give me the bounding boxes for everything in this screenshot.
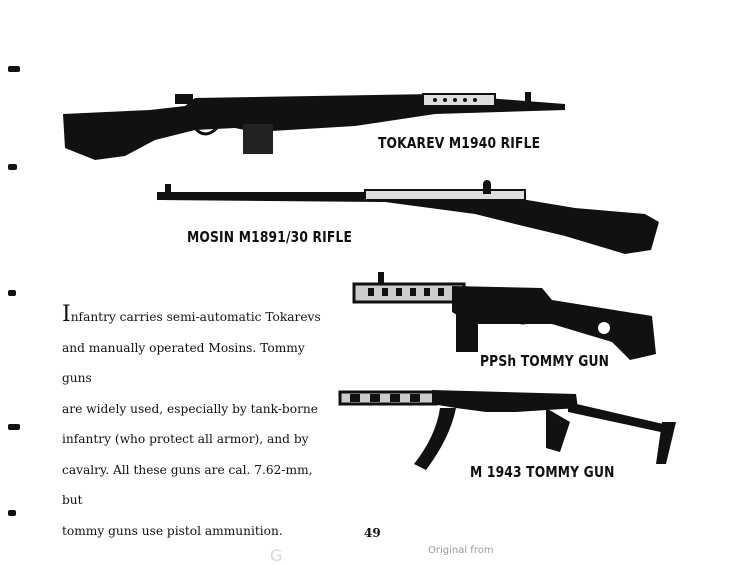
ppsh-tommy-gun-illustration	[352, 272, 656, 360]
margin-mark	[8, 164, 17, 170]
paragraph-line: nfantry carries semi-automatic Tokarevs	[70, 310, 321, 324]
page-number: 49	[364, 526, 381, 540]
drop-cap: I	[62, 302, 71, 327]
margin-mark	[8, 66, 20, 72]
weapon-label: PPSh TOMMY GUN	[480, 352, 610, 370]
m1943-tommy-gun-illustration	[338, 390, 676, 470]
weapon-label: MOSIN M1891/30 RIFLE	[187, 228, 353, 246]
mosin-rifle-illustration	[157, 180, 659, 254]
weapon-label: TOKAREV M1940 RIFLE	[378, 134, 541, 152]
weapon-label: M 1943 TOMMY GUN	[470, 463, 615, 481]
paragraph-line: are widely used, especially by tank-born…	[62, 401, 318, 416]
paragraph-line: and manually operated Mosins. Tommy guns	[62, 340, 305, 386]
footer-source-note: Original from	[428, 545, 494, 556]
paragraph-line: cavalry. All these guns are cal. 7.62-mm…	[62, 462, 313, 508]
paragraph-line: infantry (who protect all armor), and by	[62, 432, 309, 446]
body-paragraph: Infantry carries semi-automatic Tokarevs…	[62, 302, 332, 546]
margin-mark	[8, 290, 16, 296]
paragraph-line: tommy guns use pistol ammunition.	[62, 523, 283, 538]
margin-mark	[8, 424, 20, 430]
tokarev-rifle-illustration	[63, 92, 565, 160]
margin-mark	[8, 510, 16, 516]
